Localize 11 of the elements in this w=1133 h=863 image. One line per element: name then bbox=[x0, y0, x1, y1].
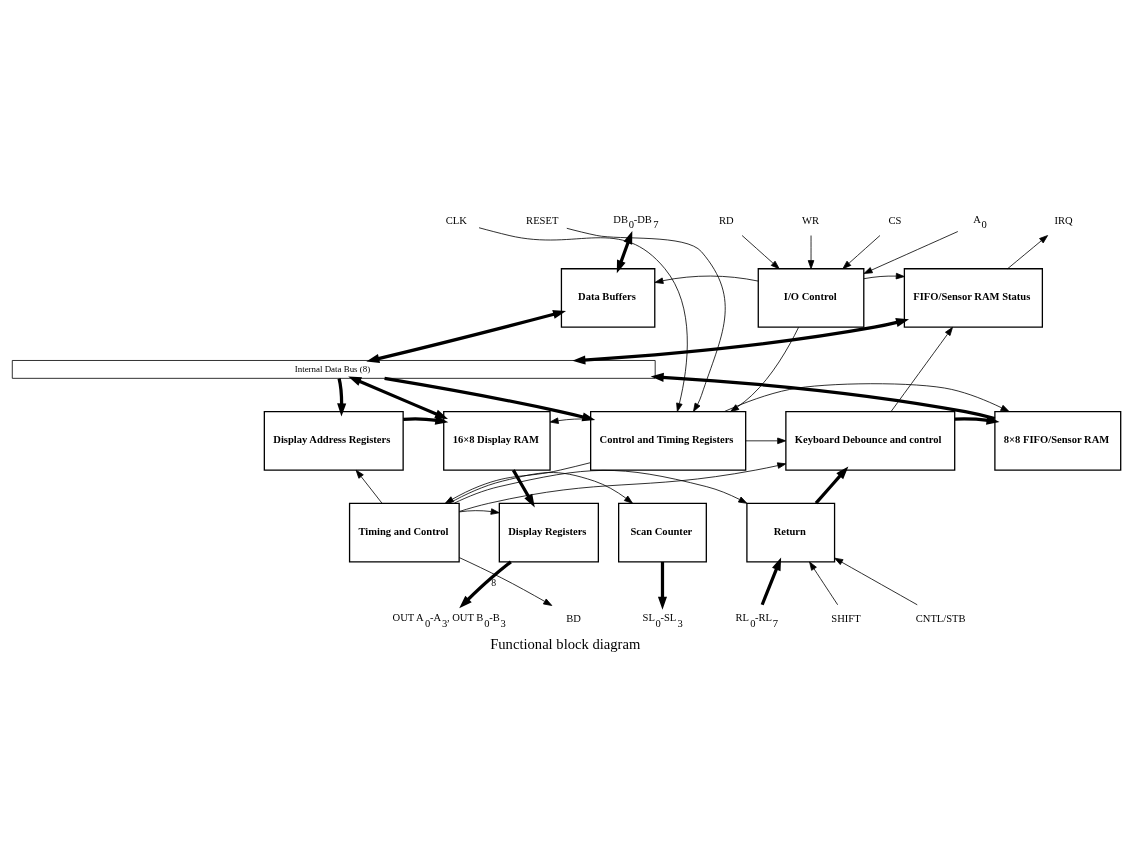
node-text: IRQ bbox=[1054, 214, 1073, 226]
caption: Functional block diagram bbox=[490, 635, 641, 652]
node-text: CS bbox=[888, 214, 902, 226]
node-text: RESET bbox=[526, 214, 559, 226]
node-text: WR bbox=[802, 214, 820, 226]
node-text: BD bbox=[566, 613, 581, 625]
node-text: SHIFT bbox=[831, 613, 861, 625]
edge-label: 8 bbox=[491, 576, 497, 588]
node-text: CNTL/STB bbox=[915, 613, 966, 625]
node-text: RD bbox=[718, 214, 734, 226]
node-text: CLK bbox=[445, 214, 467, 226]
